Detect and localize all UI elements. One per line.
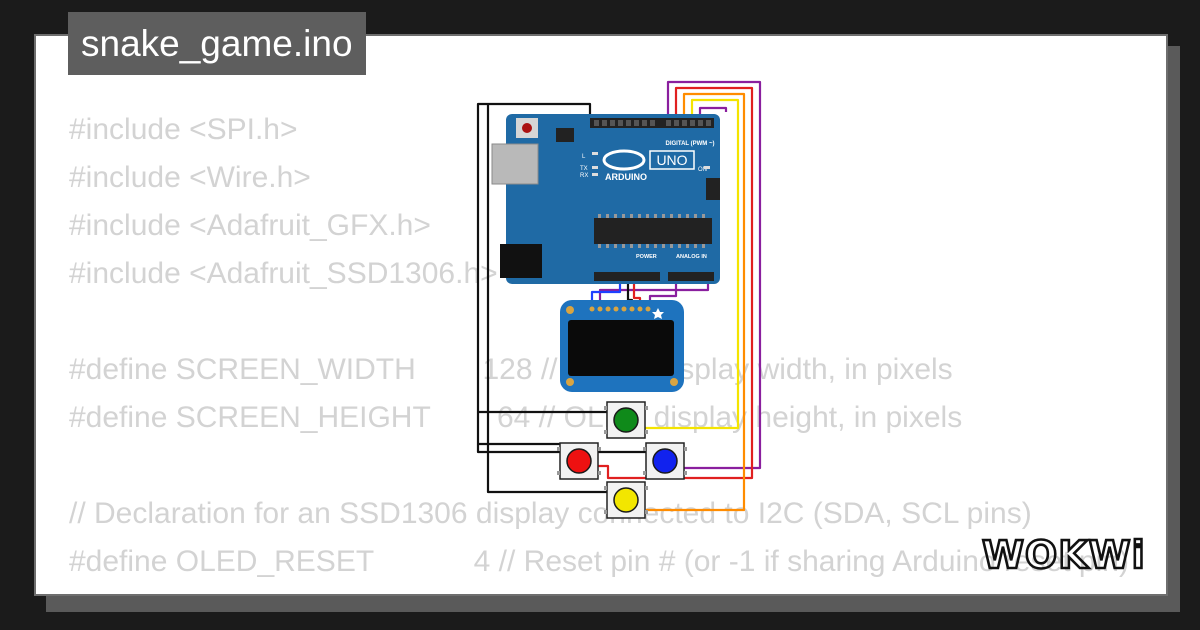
oled-display[interactable] <box>560 300 684 392</box>
microcontroller-chip <box>594 218 712 244</box>
wokwi-logo: WOKWi <box>981 532 1146 576</box>
logo-text: WOKWi <box>982 533 1146 576</box>
analog-header <box>668 272 714 281</box>
analog-label: ANALOG IN <box>676 254 707 260</box>
board-model: UNO <box>656 152 687 168</box>
power-header <box>594 272 660 281</box>
button-yellow[interactable] <box>604 481 648 519</box>
code-preview: #include <SPI.h> #include <Wire.h> #includ… <box>69 106 1166 594</box>
tx-label: TX <box>580 166 588 172</box>
star-icon <box>652 308 664 319</box>
arduino-board[interactable]: UNO ARDUINO DIGITAL (PWM ~) ON L TX RX <box>491 114 720 284</box>
code-line: #include <Wire.h> <box>69 161 311 194</box>
button-red[interactable] <box>557 442 601 480</box>
on-label: ON <box>698 167 707 173</box>
code-line: #include <Adafruit_GFX.h> <box>69 209 431 242</box>
button-blue[interactable] <box>643 442 687 480</box>
code-line: #define OLED_RESET 4 // Reset pin # (or … <box>69 545 1129 578</box>
l-label: L <box>582 154 586 160</box>
wire-gnd-yellow <box>486 104 608 494</box>
code-line: #include <Adafruit_SSD1306.h> <box>69 257 498 290</box>
oled-screen <box>568 320 674 376</box>
usb-port <box>491 143 539 185</box>
board-brand: ARDUINO <box>605 172 647 182</box>
button-green[interactable] <box>604 401 648 439</box>
code-line: Adafruit_SSD1306 display(SCREEN_WIDTH, S… <box>69 586 1166 594</box>
power-jack <box>500 244 542 278</box>
wire-orange <box>646 92 746 512</box>
wire-gnd-red <box>476 412 560 446</box>
wire-yellow <box>644 98 740 430</box>
wire-purple-1 <box>666 80 762 470</box>
uno-label-box <box>649 150 695 170</box>
wire-red <box>598 86 754 480</box>
digital-label: DIGITAL (PWM ~) <box>666 141 715 147</box>
code-line: #include <SPI.h> <box>69 113 298 146</box>
project-title: snake_game.ino <box>68 12 366 75</box>
power-label: POWER <box>636 254 657 260</box>
wire-gnd-main <box>476 102 608 414</box>
rx-label: RX <box>580 173 588 179</box>
